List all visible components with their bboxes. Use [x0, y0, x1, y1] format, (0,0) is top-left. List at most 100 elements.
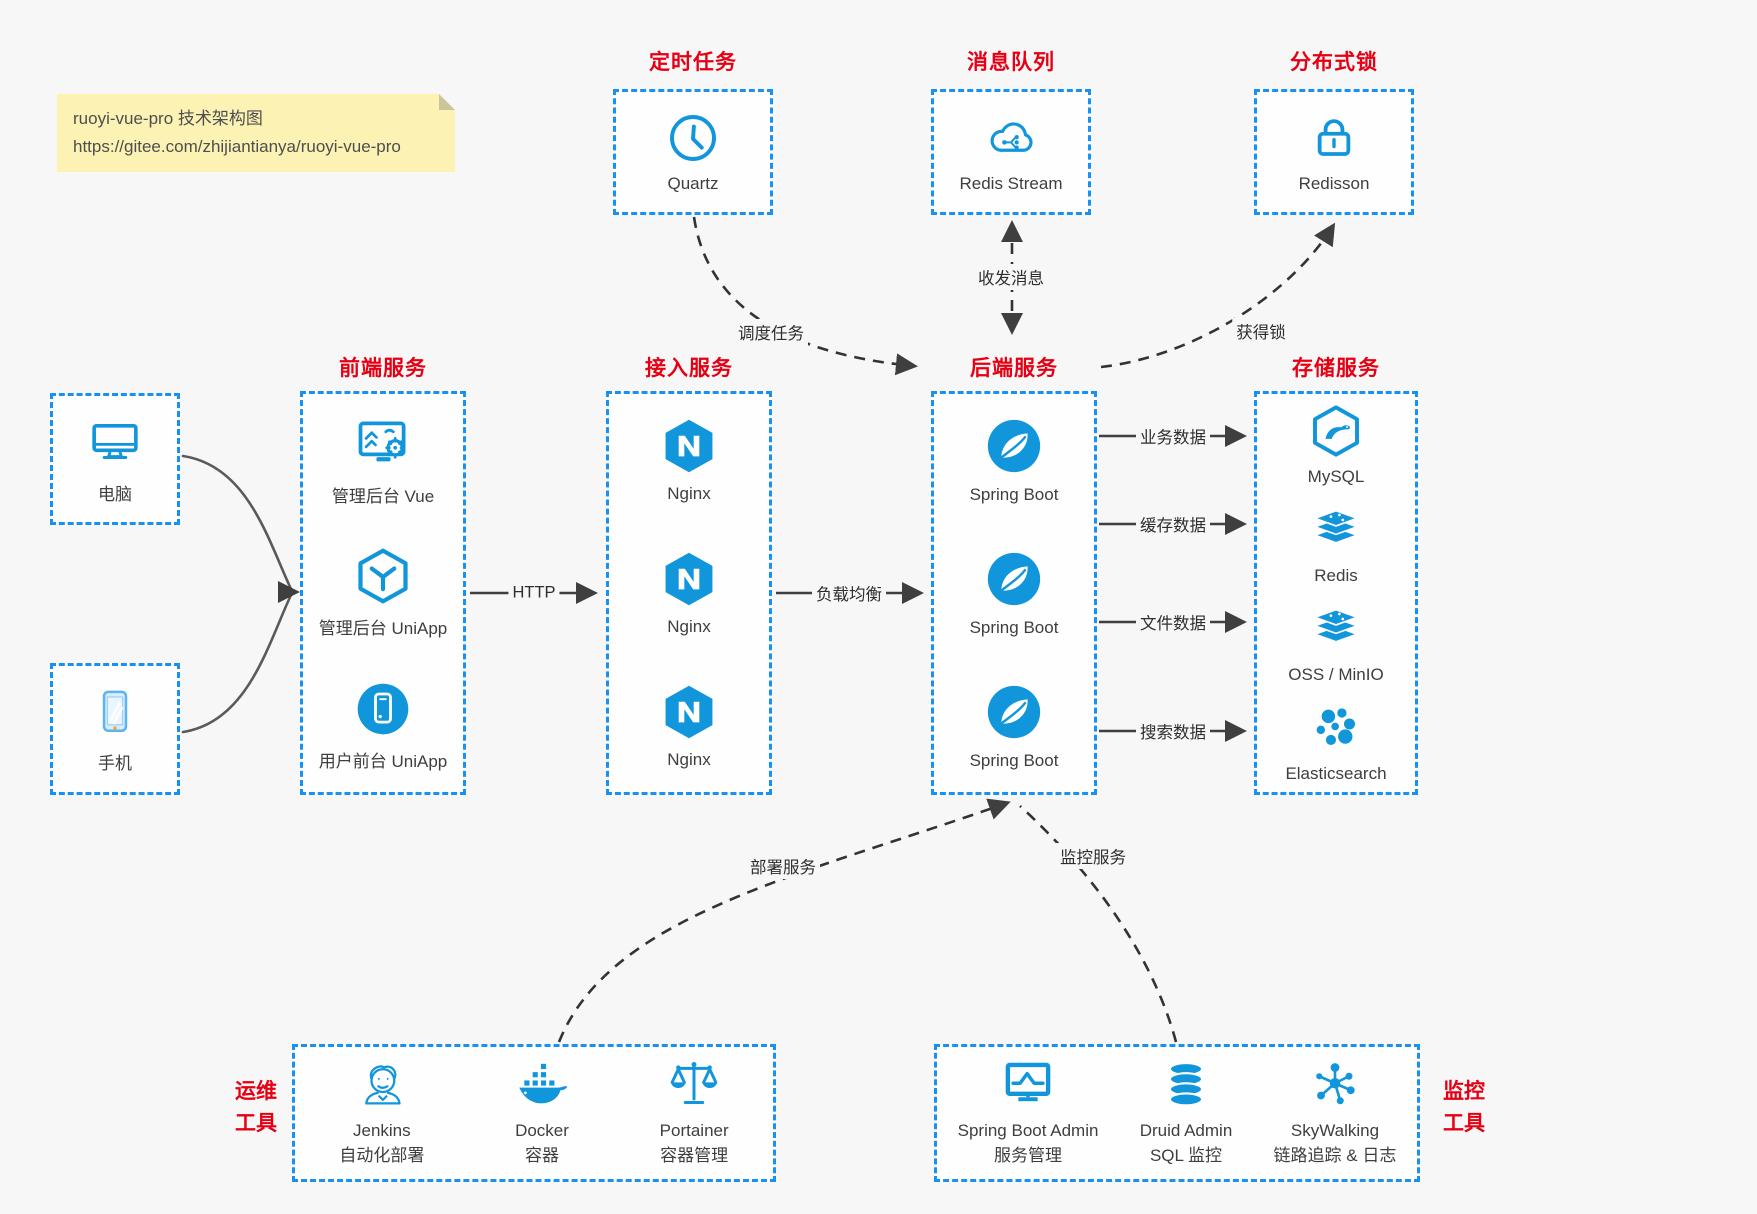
skywalking-label: SkyWalking: [1290, 1121, 1380, 1141]
mobile-client-box: 手机: [50, 663, 180, 795]
nginx-label: Nginx: [667, 749, 711, 769]
cache-data-label: 缓存数据: [1136, 511, 1210, 537]
storage-title: 存储服务: [1292, 357, 1380, 380]
docker-label: Docker: [515, 1121, 569, 1141]
spring-boot-icon: [983, 415, 1045, 477]
nginx-label: Nginx: [667, 484, 711, 504]
monitor-arrow: [1019, 805, 1178, 1043]
scheduled-task-title: 定时任务: [649, 51, 737, 74]
load-balance-label: 负载均衡: [812, 580, 886, 606]
storage-item-redis: Redis: [1309, 504, 1363, 586]
nginx-label: Nginx: [667, 616, 711, 636]
acquire-lock-arrow: [1100, 222, 1336, 369]
phone-icon: [88, 685, 142, 741]
redis-stream-box: Redis Stream: [931, 89, 1091, 215]
storage-item-elasticsearch: Elasticsearch: [1285, 702, 1387, 784]
docker-icon: [513, 1057, 571, 1113]
monitor-item-skywalking: SkyWalking 链路追踪 & 日志: [1273, 1057, 1397, 1168]
note-fold-corner: [439, 94, 455, 110]
spring-boot-icon: [983, 548, 1045, 610]
user-uniapp-label: 用户前台 UniApp: [318, 752, 448, 772]
search-data-label: 搜索数据: [1136, 718, 1210, 744]
redis-stream-label: Redis Stream: [959, 174, 1063, 193]
skywalking-icon: [1307, 1057, 1363, 1113]
distributed-lock-title: 分布式锁: [1290, 51, 1378, 74]
pc-label: 电脑: [98, 484, 132, 504]
acquire-lock-label: 获得锁: [1232, 318, 1290, 344]
oss-minio-label: OSS / MinIO: [1288, 664, 1384, 684]
spring-boot-admin-icon: [999, 1057, 1057, 1113]
oss-minio-icon: [1309, 603, 1363, 657]
backend-title: 后端服务: [970, 357, 1058, 380]
backend-item-springboot-3: Spring Boot: [969, 681, 1059, 771]
storage-item-oss-minio: OSS / MinIO: [1288, 603, 1384, 685]
backend-item-springboot-2: Spring Boot: [969, 548, 1059, 638]
mysql-label: MySQL: [1307, 466, 1365, 486]
note-url: https://gitee.com/zhijiantianya/ruoyi-vu…: [73, 137, 401, 157]
elasticsearch-icon: [1309, 702, 1363, 756]
cloud-stream-icon: [982, 110, 1040, 166]
storage-box: MySQL Redis OSS / MinIO Elasticsearch: [1254, 391, 1418, 795]
lock-icon: [1307, 110, 1361, 166]
portainer-label: Portainer: [659, 1121, 729, 1141]
message-queue-title: 消息队列: [967, 51, 1055, 74]
spring-boot-admin-label: Spring Boot Admin: [957, 1121, 1099, 1141]
admin-vue-icon: [352, 414, 414, 474]
spring-boot-label: Spring Boot: [969, 750, 1059, 770]
note-title: ruoyi-vue-pro 技术架构图: [73, 109, 263, 128]
redis-stack-icon: [1309, 504, 1363, 558]
redis-label: Redis: [1314, 565, 1358, 585]
desktop-icon: [86, 414, 144, 472]
business-data-label: 业务数据: [1136, 423, 1210, 449]
monitor-label: 监控服务: [1056, 843, 1130, 869]
nginx-icon: [659, 682, 719, 742]
frontend-title: 前端服务: [339, 357, 427, 380]
frontend-item-admin-vue: 管理后台 Vue: [332, 414, 434, 507]
backend-box: Spring Boot Spring Boot Spring Boot: [931, 391, 1097, 795]
monitor-tools-title: 监控工具: [1443, 1080, 1485, 1135]
title-note: ruoyi-vue-pro 技术架构图 https://gitee.com/zh…: [57, 94, 455, 173]
nginx-icon: [659, 416, 719, 476]
gateway-box: Nginx Nginx Nginx: [606, 391, 772, 795]
spring-boot-label: Spring Boot: [969, 485, 1059, 505]
docker-desc: 容器: [524, 1146, 559, 1165]
gateway-item-nginx-2: Nginx: [659, 549, 719, 637]
user-uniapp-icon: [352, 679, 414, 739]
druid-admin-desc: SQL 监控: [1149, 1146, 1223, 1165]
admin-uniapp-label: 管理后台 UniApp: [318, 619, 448, 639]
druid-admin-label: Druid Admin: [1139, 1121, 1233, 1141]
spring-boot-icon: [983, 681, 1045, 743]
frontend-item-user-uniapp: 用户前台 UniApp: [319, 679, 447, 772]
frontend-box: 管理后台 Vue 管理后台 UniApp 用户前台 UniApp: [300, 391, 466, 795]
jenkins-icon: [354, 1057, 410, 1113]
ops-tools-title: 运维工具: [235, 1080, 277, 1135]
druid-icon: [1159, 1057, 1213, 1113]
deploy-arrow: [557, 798, 1011, 1043]
file-data-label: 文件数据: [1136, 609, 1210, 635]
admin-vue-label: 管理后台 Vue: [331, 486, 435, 506]
skywalking-desc: 链路追踪 & 日志: [1273, 1146, 1397, 1165]
mobile-label: 手机: [98, 753, 132, 773]
gateway-item-nginx-1: Nginx: [659, 416, 719, 504]
mysql-icon: [1308, 403, 1364, 459]
spring-boot-label: Spring Boot: [969, 617, 1059, 637]
http-label: HTTP: [508, 582, 560, 604]
redisson-box: Redisson: [1254, 89, 1414, 215]
nginx-icon: [659, 549, 719, 609]
redisson-label: Redisson: [1298, 174, 1370, 193]
uniapp-cube-icon: [352, 546, 414, 606]
elasticsearch-label: Elasticsearch: [1285, 763, 1387, 783]
frontend-item-admin-uniapp: 管理后台 UniApp: [319, 546, 447, 639]
quartz-box: Quartz: [613, 89, 773, 215]
backend-item-springboot-1: Spring Boot: [969, 415, 1059, 505]
storage-item-mysql: MySQL: [1307, 403, 1365, 487]
portainer-icon: [666, 1057, 722, 1113]
